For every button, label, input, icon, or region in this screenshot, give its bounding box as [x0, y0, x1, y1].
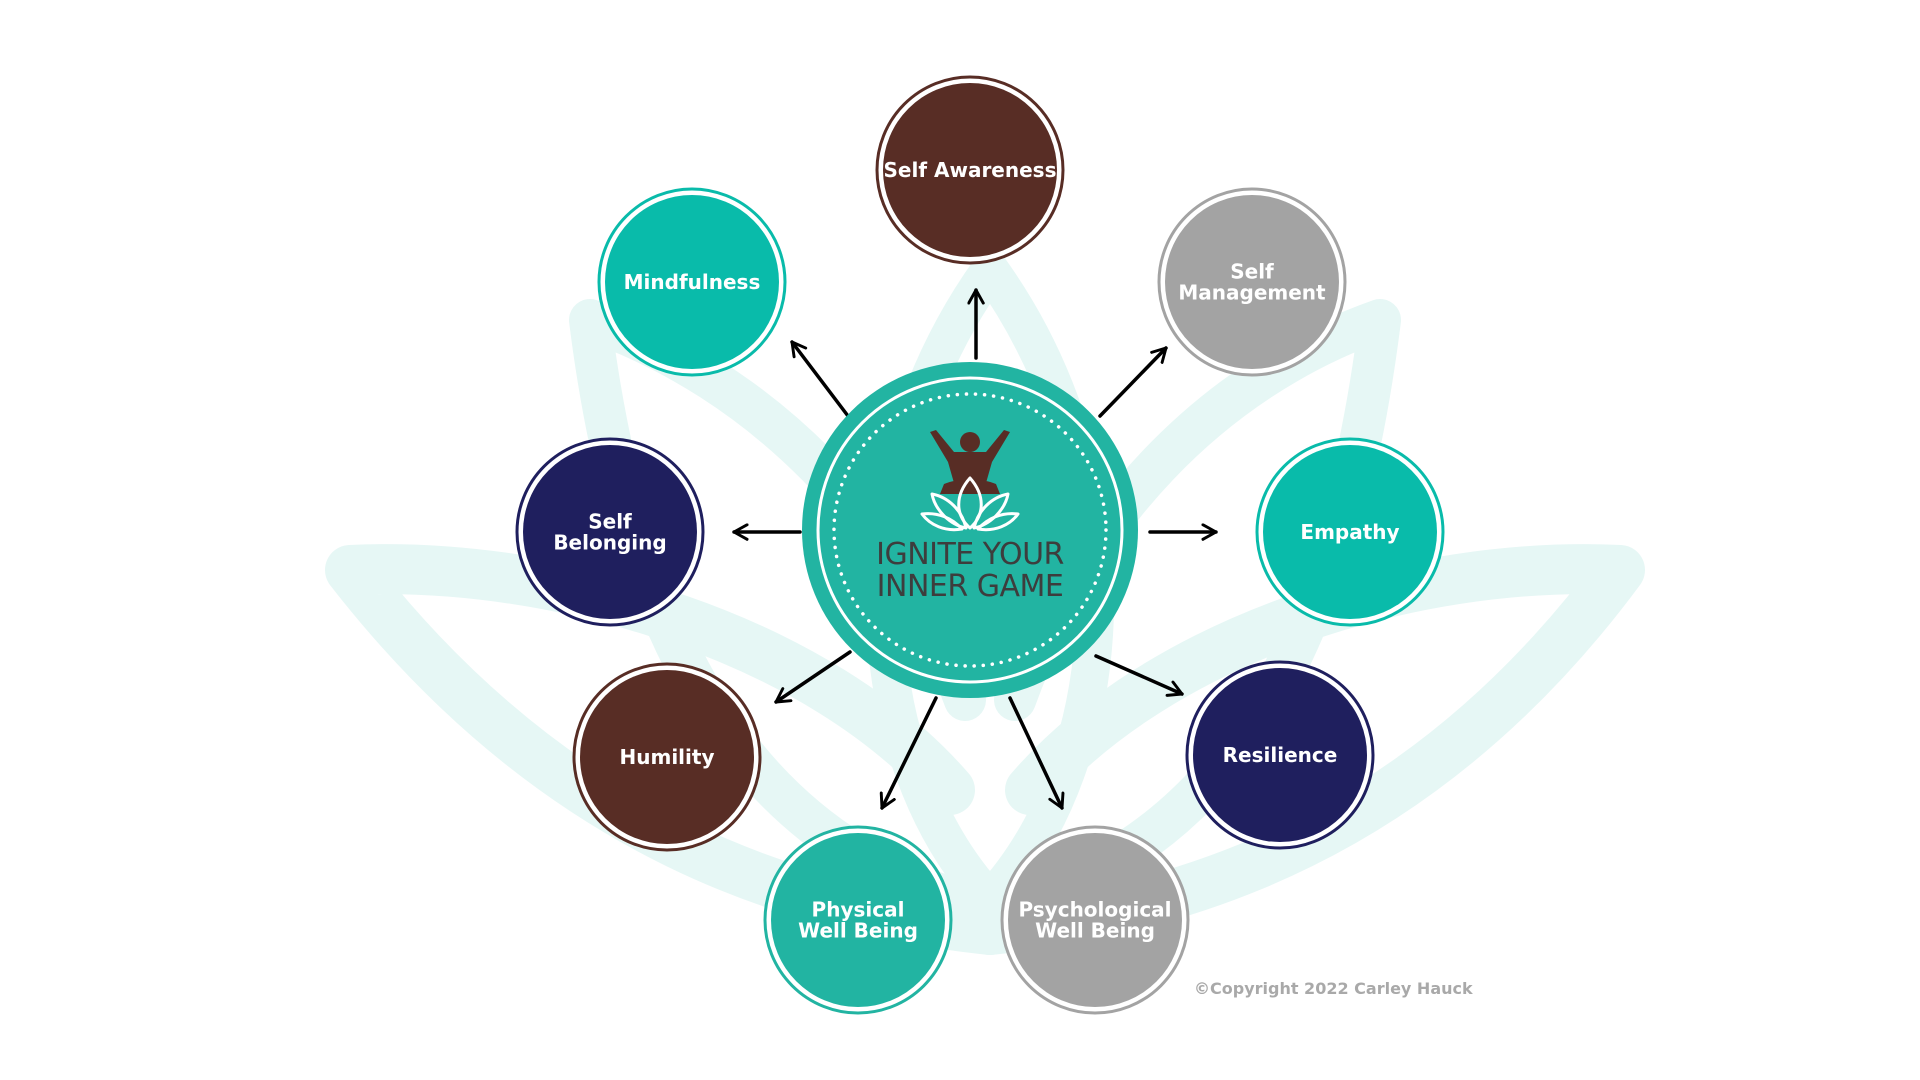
center-hub: IGNITE YOUR INNER GAME: [802, 362, 1138, 698]
arrows-layer: [732, 288, 1218, 810]
node-circle-mindfulness: [605, 195, 779, 369]
copyright-notice: ©Copyright 2022 Carley Hauck: [1194, 979, 1473, 998]
node-circle-self-belonging: [523, 445, 697, 619]
hub-outer-disc: [802, 362, 1138, 698]
lotus-icon-center-petal: [957, 476, 983, 530]
hub-title-line-1: IGNITE YOUR: [876, 537, 1064, 572]
node-label-self-management-line-2: Management: [1178, 281, 1326, 305]
node-mindfulness: Mindfulness: [597, 187, 787, 377]
node-label-physical-well-being-line-1: Physical: [812, 898, 905, 922]
node-label-self-belonging-line-1: Self: [588, 510, 632, 534]
node-empathy: Empathy: [1255, 437, 1445, 627]
arrow-to-self-management: [1098, 346, 1168, 418]
node-label-mindfulness-line-1: Mindfulness: [624, 270, 761, 294]
node-label-physical-well-being-line-2: Well Being: [798, 919, 918, 943]
figure-body: [930, 430, 1010, 490]
node-label-humility-line-1: Humility: [620, 745, 715, 769]
node-label-resilience-line-1: Resilience: [1223, 743, 1338, 767]
node-label-psychological-well-being-line-1: Psychological: [1018, 898, 1171, 922]
lotus-icon-outer-left-petal: [920, 512, 964, 532]
arrow-to-resilience: [1094, 654, 1184, 697]
node-circle-physical-well-being: [771, 833, 945, 1007]
lotus-icon: [920, 476, 1020, 532]
hub-inner-ring: [816, 376, 1124, 684]
arrow-to-physical-well-being: [879, 696, 938, 810]
node-circle-empathy: [1263, 445, 1437, 619]
node-resilience: Resilience: [1185, 660, 1375, 850]
node-circle-self-awareness: [883, 83, 1057, 257]
node-circle-humility: [580, 670, 754, 844]
nodes-layer: Self AwarenessSelfManagementEmpathyResil…: [515, 75, 1445, 1015]
arrow-to-psychological-well-being: [1008, 696, 1065, 810]
node-label-empathy-line-1: Empathy: [1300, 520, 1399, 544]
node-label-self-belonging-line-2: Belonging: [553, 531, 666, 555]
node-circle-resilience: [1193, 668, 1367, 842]
node-circle-self-management: [1165, 195, 1339, 369]
node-humility: Humility: [572, 662, 762, 852]
hub-dotted-ring: [832, 392, 1108, 668]
node-circle-psychological-well-being: [1008, 833, 1182, 1007]
hub-title-line-2: INNER GAME: [877, 569, 1064, 604]
arrow-to-humility: [774, 650, 852, 704]
figure-head: [960, 432, 980, 452]
figure-legs: [940, 479, 1000, 494]
lotus-icon-outer-right-petal: [976, 512, 1020, 532]
node-label-psychological-well-being-line-2: Well Being: [1035, 919, 1155, 943]
node-label-self-management-line-1: Self: [1230, 260, 1274, 284]
figure-icon: [930, 430, 1010, 494]
lotus-petal-center: [866, 251, 1114, 919]
arrow-to-mindfulness: [790, 340, 850, 418]
node-label-self-awareness-line-1: Self Awareness: [884, 158, 1057, 182]
node-self-awareness: Self Awareness: [875, 75, 1065, 265]
